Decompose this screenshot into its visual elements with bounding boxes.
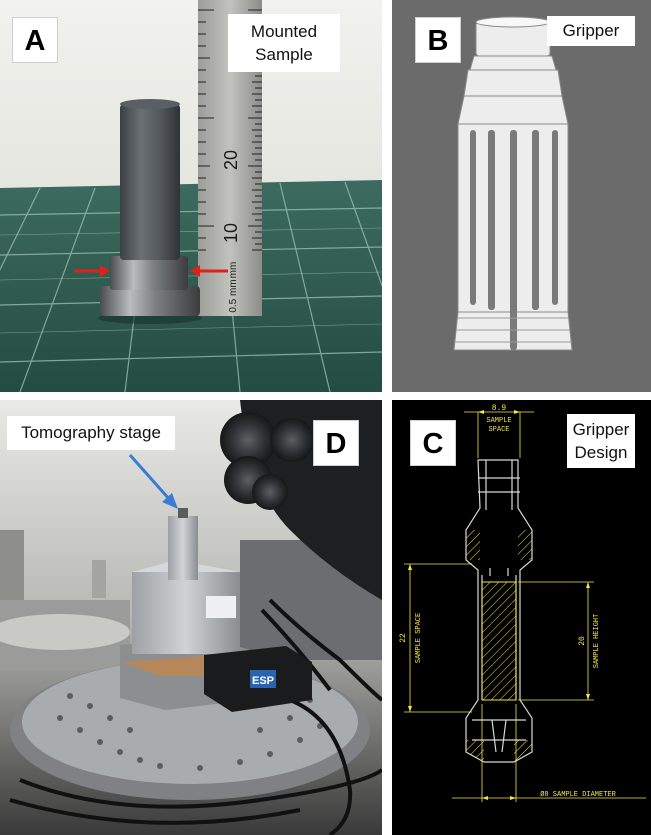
panel-a-photo: 20 10 mm 0.5 mm A Mounted Sample	[0, 0, 382, 392]
ruler-number-10: 10	[221, 223, 241, 243]
cad-left-dimension: 22	[399, 633, 408, 643]
panel-c-drawing: 8.9 SAMPLE SPACE 22 SAMPLE SPACE 20 SAMP…	[392, 400, 651, 835]
ruler-number-20: 20	[221, 150, 241, 170]
panel-b-caption: Gripper	[547, 16, 635, 46]
panel-a-letter: A	[12, 17, 58, 63]
cad-top-dimension: 8.9	[492, 404, 507, 413]
panel-b-letter: B	[415, 17, 461, 63]
cad-right-dimension: 20	[578, 636, 587, 646]
cad-top-label-space: SPACE	[488, 426, 509, 434]
panel-b-render: B Gripper	[392, 0, 651, 392]
panel-c-letter: C	[410, 420, 456, 466]
ruler-unit-half-mm: 0.5 mm	[228, 279, 239, 312]
cad-right-label: SAMPLE HEIGHT	[593, 614, 601, 669]
panel-c-caption: Gripper Design	[567, 414, 635, 468]
panel-d-caption: Tomography stage	[7, 416, 175, 450]
cad-bottom-label: Ø8 SAMPLE DIAMETER	[540, 790, 616, 799]
esp-device-label: ESP	[252, 675, 274, 687]
cad-left-label: SAMPLE SPACE	[415, 613, 423, 663]
panel-a-caption: Mounted Sample	[228, 14, 340, 72]
cad-top-label-sample: SAMPLE	[486, 417, 511, 425]
ruler-unit-mm: mm	[228, 262, 239, 279]
panel-d-photo: ESP D Tomography stage	[0, 400, 382, 835]
panel-d-letter: D	[313, 420, 359, 466]
